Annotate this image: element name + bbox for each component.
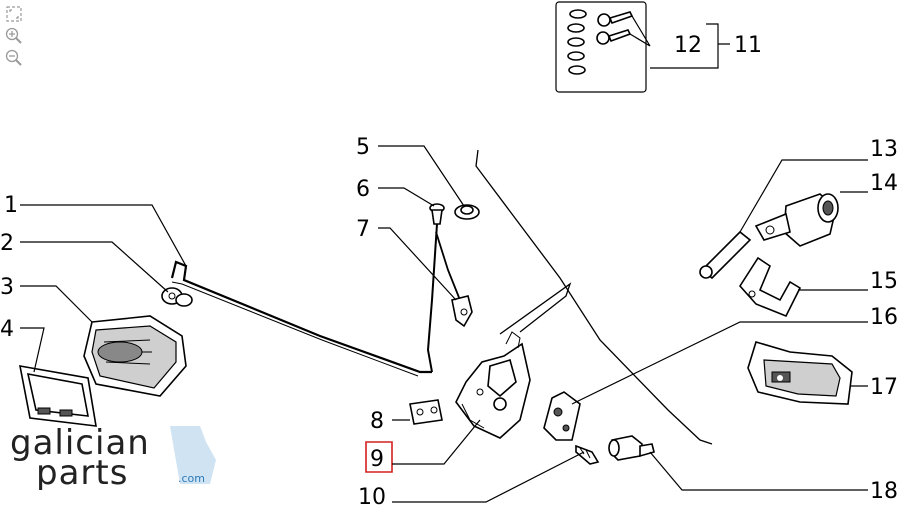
- leader-lines: [20, 145, 868, 503]
- callout-labels: 1 2 3 4 5 6 7 8 9 10 11 12 13 14 15 16 1…: [0, 33, 898, 507]
- callout-18[interactable]: 18: [870, 479, 898, 504]
- zoom-out-icon[interactable]: [4, 48, 24, 68]
- part-5-grommet[interactable]: [454, 204, 480, 220]
- cylinder-pins: [567, 9, 587, 75]
- callout-5[interactable]: 5: [356, 135, 370, 160]
- callout-9[interactable]: 9: [370, 447, 384, 472]
- keys: [596, 11, 634, 45]
- logo-line-2: parts: [36, 453, 128, 490]
- callout-7[interactable]: 7: [356, 217, 370, 242]
- part-16-latch-plate[interactable]: [543, 391, 581, 441]
- callout-16[interactable]: 16: [870, 305, 898, 330]
- callout-10[interactable]: 10: [358, 485, 386, 507]
- logo-line-1: galician: [10, 424, 150, 463]
- callout-15[interactable]: 15: [870, 269, 898, 294]
- part-9-door-lock[interactable]: [455, 331, 531, 439]
- logo-suffix: .com: [178, 472, 205, 485]
- door-outline: [475, 149, 713, 445]
- galicianparts-logo: galician parts .com: [10, 424, 216, 490]
- part-4-handle-bezel[interactable]: [18, 365, 97, 427]
- part-13-key[interactable]: [699, 230, 752, 280]
- zoom-toolbar: [4, 4, 26, 70]
- zoom-in-icon[interactable]: [4, 26, 24, 46]
- logo-accent-shape: [170, 426, 216, 484]
- callout-2[interactable]: 2: [0, 231, 14, 256]
- fit-screen-icon[interactable]: [4, 4, 24, 24]
- part-14-lock-cylinder[interactable]: [754, 193, 839, 247]
- part-6-lock-knob-rod[interactable]: [426, 203, 445, 373]
- part-10-screw[interactable]: [575, 444, 600, 465]
- part-2-clip[interactable]: [161, 287, 193, 307]
- callout-17[interactable]: 17: [870, 375, 898, 400]
- callout-13[interactable]: 13: [870, 137, 898, 162]
- callout-11[interactable]: 11: [734, 33, 762, 58]
- part-8-retainer-plate[interactable]: [409, 399, 443, 425]
- part-18-striker-bolt[interactable]: [608, 435, 655, 461]
- part-7-rod-connector[interactable]: [435, 231, 473, 328]
- callout-1[interactable]: 1: [4, 193, 18, 218]
- part-15-retaining-clip[interactable]: [738, 256, 802, 318]
- callout-14[interactable]: 14: [870, 171, 898, 196]
- callout-8[interactable]: 8: [370, 409, 384, 434]
- callout-4[interactable]: 4: [0, 317, 14, 342]
- key-kit-inset[interactable]: [555, 1, 647, 93]
- part-1-control-rod[interactable]: [170, 260, 432, 377]
- part-17-lock-cover[interactable]: [747, 341, 853, 405]
- part-3-inner-handle[interactable]: [83, 315, 187, 397]
- callout-12[interactable]: 12: [674, 33, 702, 58]
- callout-6[interactable]: 6: [356, 177, 370, 202]
- callout-3[interactable]: 3: [0, 275, 14, 300]
